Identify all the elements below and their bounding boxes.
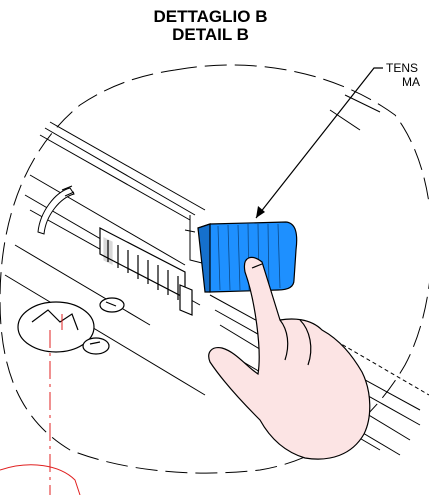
tension-lever bbox=[197, 221, 298, 293]
detail-title-english: DETAIL B bbox=[172, 25, 249, 44]
comb-block bbox=[99, 227, 193, 316]
callout-label-line1: TENS bbox=[386, 61, 419, 75]
callout-arrowhead bbox=[256, 206, 265, 218]
center-mark bbox=[0, 314, 81, 496]
detail-title-italian: DETTAGLIO B bbox=[153, 7, 268, 26]
knobs bbox=[17, 297, 125, 355]
detail-circle bbox=[0, 64, 429, 474]
handle-curve bbox=[37, 187, 75, 235]
hand bbox=[208, 256, 371, 460]
callout-leader bbox=[255, 67, 383, 219]
callout-label-line2: MA bbox=[402, 75, 420, 89]
